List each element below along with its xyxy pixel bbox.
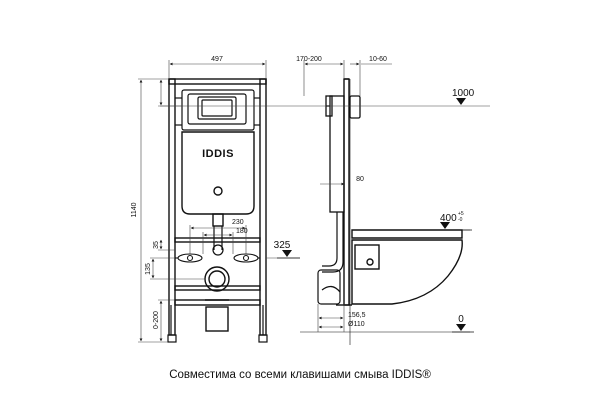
dim-height-1140: 1140 <box>131 202 138 217</box>
level-1000-marker <box>456 98 466 105</box>
level-400: 400 <box>440 213 457 224</box>
drain-outlet <box>204 266 230 332</box>
side-toilet-bowl <box>351 229 463 305</box>
level-0: 0 <box>458 314 464 325</box>
front-view: IDDIS <box>167 78 268 343</box>
dim-230: 230 <box>232 219 244 226</box>
side-cistern <box>325 95 361 213</box>
frame-feet <box>167 305 268 343</box>
level-400-tol-minus: -0 <box>458 217 463 223</box>
dim-80: 80 <box>356 176 364 183</box>
frame-outline <box>168 78 267 336</box>
level-325-marker <box>277 250 300 259</box>
dim-156-5: 156,5 <box>348 312 366 319</box>
side-view <box>300 78 470 345</box>
dim-180: 180 <box>236 228 248 235</box>
dim-170-200: 170-200 <box>296 56 322 63</box>
dim-35: 35 <box>153 241 160 249</box>
level-325: 325 <box>274 240 291 251</box>
level-400-tol-plus: +5 <box>458 211 464 217</box>
iddis-logo: IDDIS <box>202 148 234 160</box>
compatibility-caption: Совместима со всеми клавишами смыва IDDI… <box>169 369 431 381</box>
level-0-marker <box>452 324 474 333</box>
dim-10-60: 10-60 <box>369 56 387 63</box>
flush-pipe <box>212 226 224 256</box>
side-flush-pipe <box>317 212 344 305</box>
dim-135: 135 <box>145 263 152 275</box>
top-bracket <box>175 89 260 131</box>
level-1000: 1000 <box>452 88 475 99</box>
dim-0-200: 0-200 <box>153 311 160 329</box>
cistern <box>181 131 255 227</box>
level-400-marker <box>438 222 472 231</box>
side-dimensions <box>160 60 490 332</box>
dim-diameter-110: Ø110 <box>348 321 365 328</box>
dim-width-497: 497 <box>211 56 223 63</box>
